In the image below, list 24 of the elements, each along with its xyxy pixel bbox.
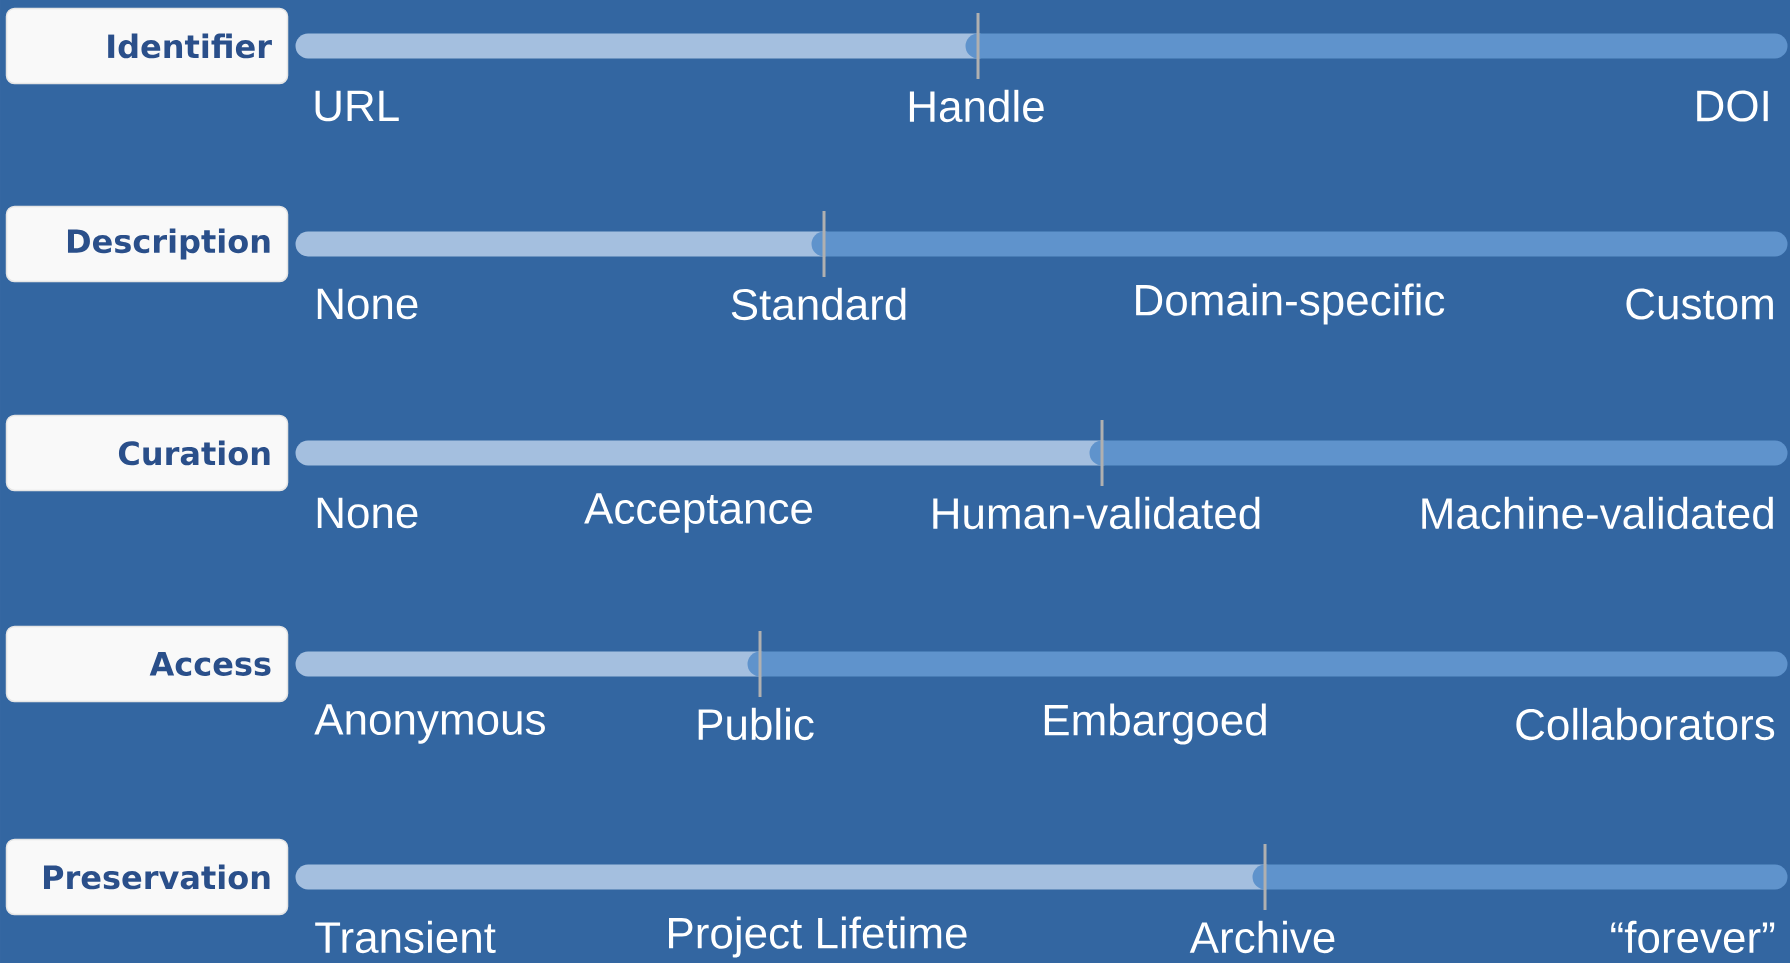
category-box: Preservation: [5, 838, 289, 916]
category-box: Identifier: [5, 7, 289, 85]
scale-label: Standard: [731, 287, 906, 321]
scale-label: Custom: [1626, 288, 1773, 320]
scale-label: Machine-validated: [1422, 496, 1773, 530]
scale-label: URL: [315, 90, 399, 122]
scale-label: Acceptance: [584, 493, 812, 533]
scale-label: Archive: [1189, 920, 1335, 954]
scale-label: Embargoed: [1044, 703, 1266, 745]
scale-label: None: [317, 288, 418, 320]
category-box: Access: [5, 625, 289, 703]
scale-label: Collaborators: [1516, 707, 1775, 741]
scale-label: Transient: [315, 920, 496, 954]
scale-label: Handle: [909, 89, 1044, 123]
scale-label: None: [317, 497, 418, 529]
category-box: Curation: [5, 414, 289, 492]
category-box: Description: [5, 205, 289, 283]
scale-label: Anonymous: [314, 704, 545, 744]
scale-label: Human-validated: [933, 496, 1260, 530]
scale-label: Project Lifetime: [669, 916, 967, 958]
scale-label: Domain-specific: [1136, 283, 1445, 325]
scale-label: Public: [698, 707, 814, 741]
scale-label: “forever”: [1611, 920, 1775, 954]
scale-label: DOI: [1697, 90, 1768, 122]
